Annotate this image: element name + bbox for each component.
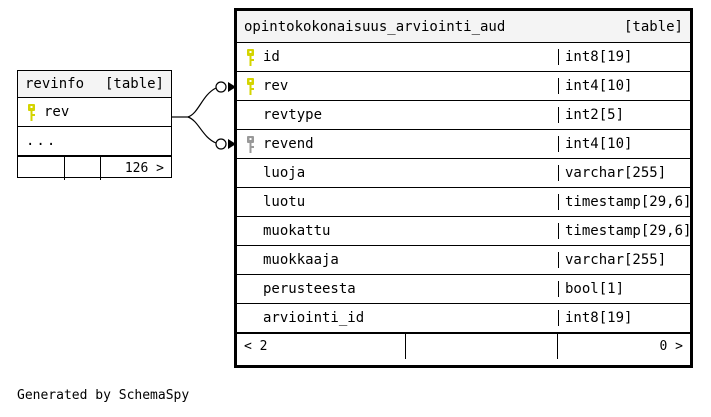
table-row[interactable]: arviointi_id int8[19] [237, 304, 690, 333]
column-name-label: rev [44, 104, 70, 120]
table-opintokokonaisuus-arviointi-aud[interactable]: opintokokonaisuus_arviointi_aud [table] … [234, 8, 693, 368]
footer-child-count[interactable]: 0 > [557, 334, 690, 359]
column-type-label: timestamp[29,6] [558, 194, 690, 210]
footer-cell-middle[interactable] [405, 334, 557, 359]
relationship-endpoint-circle-rev [215, 81, 227, 93]
table-row[interactable]: muokattu timestamp[29,6] [237, 217, 690, 246]
table-row[interactable]: muokkaaja varchar[255] [237, 246, 690, 275]
column-type-label: int4[10] [558, 136, 690, 152]
column-luoja: luoja [237, 165, 558, 181]
column-muokattu: muokattu [237, 223, 558, 239]
table-main-header: opintokokonaisuus_arviointi_aud [table] [237, 11, 690, 43]
primary-key-icon [26, 103, 44, 121]
column-type-label: int8[19] [558, 49, 690, 65]
table-revinfo-name: revinfo [25, 76, 85, 92]
generated-by-credit: Generated by SchemaSpy [17, 388, 190, 403]
table-revinfo-header: revinfo [table] [18, 71, 171, 98]
column-name-label: luotu [263, 194, 306, 210]
column-type-label: varchar[255] [558, 252, 690, 268]
column-name-label: muokattu [263, 223, 331, 239]
table-row[interactable]: rev int4[10] [237, 72, 690, 101]
foreign-key-icon [245, 135, 263, 153]
table-row[interactable]: luoja varchar[255] [237, 159, 690, 188]
column-type-label: bool[1] [558, 281, 690, 297]
table-row[interactable]: id int8[19] [237, 43, 690, 72]
more-columns-indicator: ... [26, 133, 58, 149]
relationship-endpoint-circle-revend [215, 138, 227, 150]
column-type-label: int8[19] [558, 310, 690, 326]
table-revinfo-footer: 126 > [18, 156, 171, 180]
column-revend: revend [237, 135, 558, 153]
column-rev: rev [18, 103, 171, 121]
column-name-label: luoja [263, 165, 306, 181]
table-row[interactable]: luotu timestamp[29,6] [237, 188, 690, 217]
column-type-label: int4[10] [558, 78, 690, 94]
column-name-label: revtype [263, 107, 323, 123]
column-id: id [237, 48, 558, 66]
column-rev: rev [237, 77, 558, 95]
column-name-label: id [263, 49, 280, 65]
table-main-name: opintokokonaisuus_arviointi_aud [244, 18, 506, 35]
column-name-label: arviointi_id [263, 310, 365, 326]
table-row[interactable]: rev [18, 98, 171, 127]
relationship-line-revend [187, 116, 217, 144]
column-name-label: muokkaaja [263, 252, 339, 268]
table-row[interactable]: perusteesta bool[1] [237, 275, 690, 304]
table-row-ellipsis: ... [18, 127, 171, 156]
column-type-label: int2[5] [558, 107, 690, 123]
footer-parent-count[interactable]: < 2 [244, 339, 268, 354]
footer-cell-right[interactable]: 126 > [100, 157, 171, 180]
footer-cell-middle[interactable] [64, 157, 100, 180]
column-name-label: revend [263, 136, 314, 152]
column-type-label: timestamp[29,6] [558, 223, 690, 239]
column-luotu: luotu [237, 194, 558, 210]
column-name-label: rev [263, 78, 289, 94]
column-arviointi-id: arviointi_id [237, 310, 558, 326]
column-perusteesta: perusteesta [237, 281, 558, 297]
table-row[interactable]: revend int4[10] [237, 130, 690, 159]
table-main-footer: < 2 0 > [237, 333, 690, 359]
column-revtype: revtype [237, 107, 558, 123]
table-revinfo[interactable]: revinfo [table] rev ... [17, 70, 172, 180]
table-revinfo-tag: [table] [104, 76, 164, 92]
primary-key-icon [245, 77, 263, 95]
column-muokkaaja: muokkaaja [237, 252, 558, 268]
column-type-label: varchar[255] [558, 165, 690, 181]
primary-key-icon [245, 48, 263, 66]
table-main-tag: [table] [623, 18, 683, 35]
table-row[interactable]: revtype int2[5] [237, 101, 690, 130]
relationship-line-rev [187, 87, 217, 118]
footer-cell-left[interactable] [18, 157, 64, 180]
column-name-label: perusteesta [263, 281, 356, 297]
